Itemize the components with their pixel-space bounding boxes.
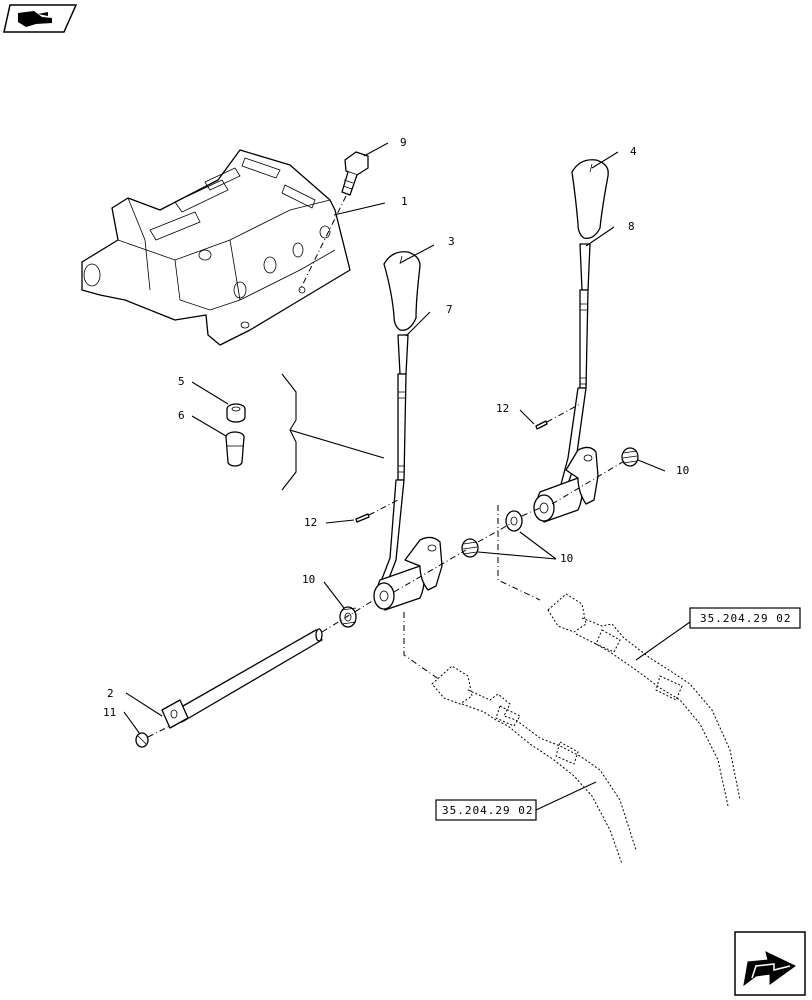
callout-11: 11	[103, 706, 116, 719]
callout-4: 4	[630, 145, 637, 158]
nut	[226, 403, 246, 423]
reference-label-top[interactable]: 35.204.29 02	[700, 612, 791, 625]
leader-lines	[123, 142, 691, 811]
next-page-icon[interactable]	[734, 931, 806, 996]
right-lever-hub	[533, 446, 599, 523]
callout-10-b: 10	[560, 552, 573, 565]
left-lever-rod	[379, 334, 409, 587]
left-knob	[383, 251, 421, 331]
shaft	[161, 628, 323, 729]
callout-12-a: 12	[496, 402, 509, 415]
previous-page-icon[interactable]	[3, 4, 78, 33]
callout-7: 7	[446, 303, 453, 316]
bushing-b	[461, 538, 479, 558]
callout-6: 6	[178, 409, 185, 422]
cable-left	[431, 665, 637, 865]
detail-bracket	[281, 373, 385, 491]
pin-right	[535, 403, 581, 430]
callout-10-a: 10	[302, 573, 315, 586]
bolt	[299, 151, 369, 291]
bushing-c	[505, 510, 523, 532]
console-bracket	[81, 149, 351, 346]
left-lever-hub	[373, 536, 443, 611]
callout-12-b: 12	[304, 516, 317, 529]
bushing-d	[621, 447, 639, 467]
callout-2: 2	[107, 687, 114, 700]
callout-9: 9	[400, 136, 407, 149]
callout-3: 3	[448, 235, 455, 248]
reference-box-bottom[interactable]: 35.204.29 02	[435, 799, 537, 821]
callout-10-c: 10	[676, 464, 689, 477]
reference-box-top[interactable]: 35.204.29 02	[689, 607, 801, 629]
bushing-a	[339, 606, 357, 628]
pin-left	[355, 499, 399, 523]
axis-lines	[321, 459, 627, 681]
reference-label-bottom[interactable]: 35.204.29 02	[442, 804, 533, 817]
callout-5: 5	[178, 375, 185, 388]
cable-right	[547, 593, 741, 807]
callout-8: 8	[628, 220, 635, 233]
callout-1: 1	[401, 195, 408, 208]
sleeve	[225, 431, 245, 467]
right-lever-rod	[559, 243, 591, 491]
right-knob	[571, 159, 609, 239]
set-screw	[135, 725, 171, 748]
